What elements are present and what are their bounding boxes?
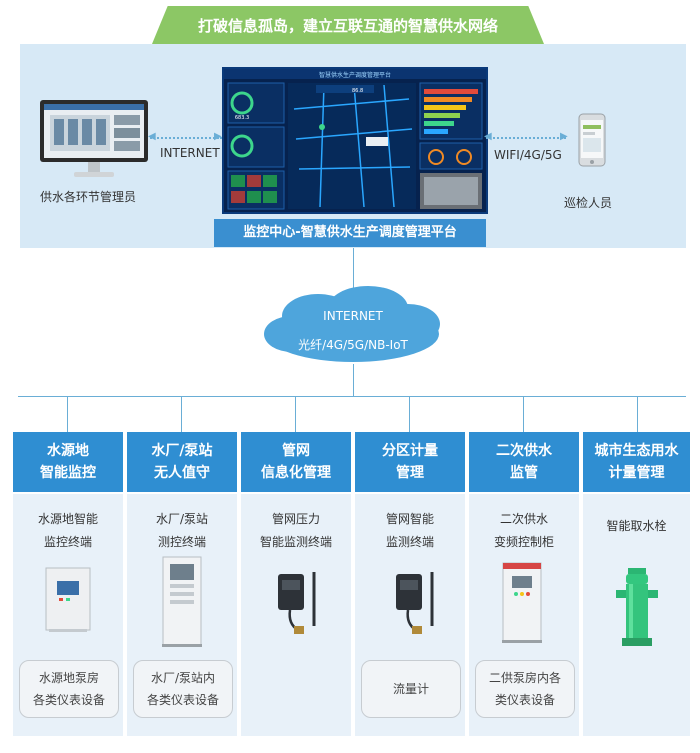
drop-line [181,396,182,432]
left-node-label: 供水各环节管理员 [40,190,137,204]
column-title: 水厂/泵站 [151,443,213,459]
device-desc-line: 监测终端 [385,535,434,549]
drop-line [637,396,638,432]
cloud-icon [258,284,448,368]
platform-label: 监控中心-智慧供水生产调度管理平台 [214,219,486,247]
column-header: 水源地 智能监控 [13,432,123,492]
device-desc-line: 测控终端 [157,535,206,549]
drop-line [409,396,410,432]
sub-device-line: 水厂/泵站内 [150,671,216,685]
left-arrow-icon: ◀ [148,131,156,142]
cloud-line-2: 光纤/4G/5G/NB-IoT [298,338,408,352]
device-desc-line: 二次供水 [499,512,548,526]
device-desc: 水源地智能 监控终端 [13,508,123,554]
sub-device-box: 水源地泵房 各类仪表设备 [19,660,119,718]
svg-text:683.3: 683.3 [235,115,249,121]
banner-title: 打破信息孤岛，建立互联互通的智慧供水网络 [152,6,544,44]
column-title: 信息化管理 [261,465,331,481]
device-desc-line: 水源地智能 [37,512,98,526]
sub-device-line: 二供泵房内各 [488,671,561,685]
cloud-bus-line [353,364,354,396]
left-link-label: INTERNET [160,146,220,160]
column-title: 无人值守 [154,465,210,481]
column-title: 二次供水 [496,443,552,459]
desktop-monitor-icon [38,99,150,179]
device-desc-line: 监控终端 [43,535,92,549]
sub-device-line: 水源地泵房 [38,671,99,685]
sub-device-box: 流量计 [361,660,461,718]
device-desc-line: 水厂/泵站 [155,512,209,526]
device-desc-line: 智能监测终端 [259,535,332,549]
left-arrow-icon: ◀ [484,131,492,142]
smartphone-icon [578,113,606,167]
sub-device-line: 流量计 [392,682,429,696]
device-desc: 智能取水栓 [583,515,690,538]
column-header: 管网 信息化管理 [241,432,351,492]
drop-line [295,396,296,432]
column-title: 监管 [510,465,538,481]
bus-line [18,396,686,397]
column-title: 城市生态用水 [594,443,679,459]
column-title: 管网 [282,443,310,459]
sub-device-box: 水厂/泵站内 各类仪表设备 [133,660,233,718]
column-title: 智能监控 [40,465,96,481]
device-desc-line: 管网智能 [385,512,434,526]
right-link-label: WIFI/4G/5G [494,148,562,162]
column-header: 二次供水 监管 [469,432,579,492]
cloud-line-1: INTERNET [323,309,383,323]
device-desc: 二次供水 变频控制柜 [469,508,579,554]
monitoring-terminal-icon [392,568,444,640]
device-desc: 水厂/泵站 测控终端 [127,508,237,554]
column-title: 水源地 [47,443,89,459]
sub-device-line: 各类仪表设备 [32,693,105,707]
vfd-cabinet-icon [502,562,542,644]
right-node-label: 巡检人员 [564,196,613,210]
svg-text:86.8: 86.8 [352,88,363,94]
right-arrow-icon: ▶ [560,131,568,142]
device-desc-line: 管网压力 [271,512,320,526]
pressure-terminal-icon [274,568,326,640]
device-desc-line: 变频控制柜 [493,535,554,549]
right-connector [486,137,566,139]
column-header: 城市生态用水 计量管理 [583,432,690,492]
drop-line [67,396,68,432]
control-cabinet-icon [162,556,202,648]
left-connector [150,137,222,139]
dashboard-screen: 智慧供水生产调度管理平台 683.3 86.8 [222,67,488,214]
column-title: 计量管理 [608,465,665,481]
control-cabinet-icon [45,567,91,633]
column-title: 分区计量 [382,443,438,459]
column-header: 水厂/泵站 无人值守 [127,432,237,492]
device-desc: 管网压力 智能监测终端 [241,508,351,554]
device-desc: 管网智能 监测终端 [355,508,465,554]
right-arrow-icon: ▶ [214,131,222,142]
sub-device-line: 各类仪表设备 [146,693,219,707]
sub-device-box: 二供泵房内各 类仪表设备 [475,660,575,718]
column-header: 分区计量 管理 [355,432,465,492]
column-body [241,494,351,736]
platform-cloud-line [353,248,354,290]
hydrant-icon [614,568,660,648]
svg-text:智慧供水生产调度管理平台: 智慧供水生产调度管理平台 [319,71,391,79]
column-title: 管理 [396,465,424,481]
sub-device-line: 类仪表设备 [494,693,555,707]
device-desc-line: 智能取水栓 [606,519,667,533]
drop-line [523,396,524,432]
